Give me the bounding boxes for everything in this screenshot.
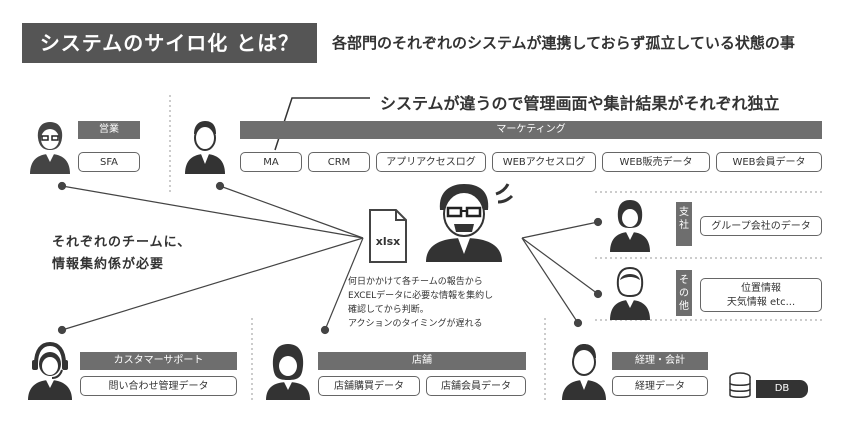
center-note-line-4: アクションのタイミングが遅れる xyxy=(348,319,483,329)
other-label-char-3: 他 xyxy=(679,301,689,312)
branch-label-char-2: 社 xyxy=(679,220,689,231)
dot-marketing xyxy=(215,181,225,191)
xlsx-file-icon: xlsx xyxy=(369,209,407,263)
database-icon xyxy=(729,372,751,398)
left-message-line-1: それぞれのチームに、 xyxy=(52,235,192,250)
marketing-system-app-log: アプリアクセスログ xyxy=(376,152,486,172)
branch-label: 支 社 xyxy=(676,202,692,246)
other-label-char-2: の xyxy=(679,288,689,299)
sweat-mark-icon xyxy=(495,183,510,196)
dot-accounting xyxy=(573,318,583,328)
left-message: それぞれのチームに、 情報集約係が必要 xyxy=(52,232,191,276)
marketing-system-web-sales: WEB販売データ xyxy=(602,152,710,172)
dot-sales xyxy=(57,181,67,191)
center-note-line-3: 確認してから判断。 xyxy=(348,305,429,315)
sales-system-sfa: SFA xyxy=(78,152,140,172)
marketing-person-icon xyxy=(185,121,225,174)
marketing-label: マーケティング xyxy=(240,121,822,139)
other-systems-box: 位置情報 天気情報 etc... xyxy=(700,278,822,312)
store-label: 店舗 xyxy=(318,352,526,370)
dot-support xyxy=(57,325,67,335)
other-label: そ の 他 xyxy=(676,270,692,316)
support-system-inquiry: 問い合わせ管理データ xyxy=(80,376,237,396)
manager-person-icon xyxy=(426,183,514,262)
page-subtitle: 各部門のそれぞれのシステムが連携しておらず孤立している状態の事 xyxy=(332,34,795,52)
line-to-sales xyxy=(61,185,364,239)
other-label-char-1: そ xyxy=(679,275,689,286)
center-note-line-2: EXCELデータに必要な情報を集約し xyxy=(348,291,494,301)
accounting-label: 経理・会計 xyxy=(612,352,708,370)
left-message-line-2: 情報集約係が必要 xyxy=(52,257,165,272)
dot-branch xyxy=(593,217,603,227)
line-to-store xyxy=(324,237,364,331)
accounting-system-data: 経理データ xyxy=(612,376,708,396)
sales-label: 営業 xyxy=(78,121,140,139)
xlsx-file-label: xlsx xyxy=(376,235,401,248)
line-to-marketing xyxy=(219,185,364,239)
other-system-location: 位置情報 xyxy=(741,283,781,294)
accounting-person-icon xyxy=(562,344,606,400)
marketing-system-crm: CRM xyxy=(308,152,370,172)
marketing-system-ma: MA xyxy=(240,152,302,172)
line-to-accounting xyxy=(521,237,579,324)
other-person-icon xyxy=(610,266,650,320)
support-label: カスタマーサポート xyxy=(80,352,237,370)
line-to-other xyxy=(521,237,599,295)
marketing-system-web-members: WEB会員データ xyxy=(716,152,822,172)
store-system-purchase: 店舗購買データ xyxy=(318,376,420,396)
center-note-line-1: 何日かかけて各チームの報告から xyxy=(348,277,483,287)
line-to-support xyxy=(61,237,364,331)
branch-label-char-1: 支 xyxy=(679,207,689,218)
line-to-branch xyxy=(521,221,599,239)
marketing-system-web-log: WEBアクセスログ xyxy=(492,152,596,172)
other-system-weather: 天気情報 etc... xyxy=(726,297,796,308)
branch-system-group-data: グループ会社のデータ xyxy=(700,216,822,236)
callout-text: システムが違うので管理画面や集計結果がそれぞれ独立 xyxy=(380,94,780,113)
dot-other xyxy=(593,289,603,299)
dot-store xyxy=(320,325,330,335)
sales-person-icon xyxy=(30,122,70,174)
store-person-icon xyxy=(266,344,310,400)
support-person-icon xyxy=(28,341,72,400)
store-system-members: 店舗会員データ xyxy=(426,376,526,396)
db-label: DB xyxy=(756,380,808,398)
branch-person-icon xyxy=(610,200,650,252)
center-note: 何日かかけて各チームの報告から EXCELデータに必要な情報を集約し 確認してか… xyxy=(348,275,538,331)
page-title: システムのサイロ化 とは？ xyxy=(22,23,317,63)
